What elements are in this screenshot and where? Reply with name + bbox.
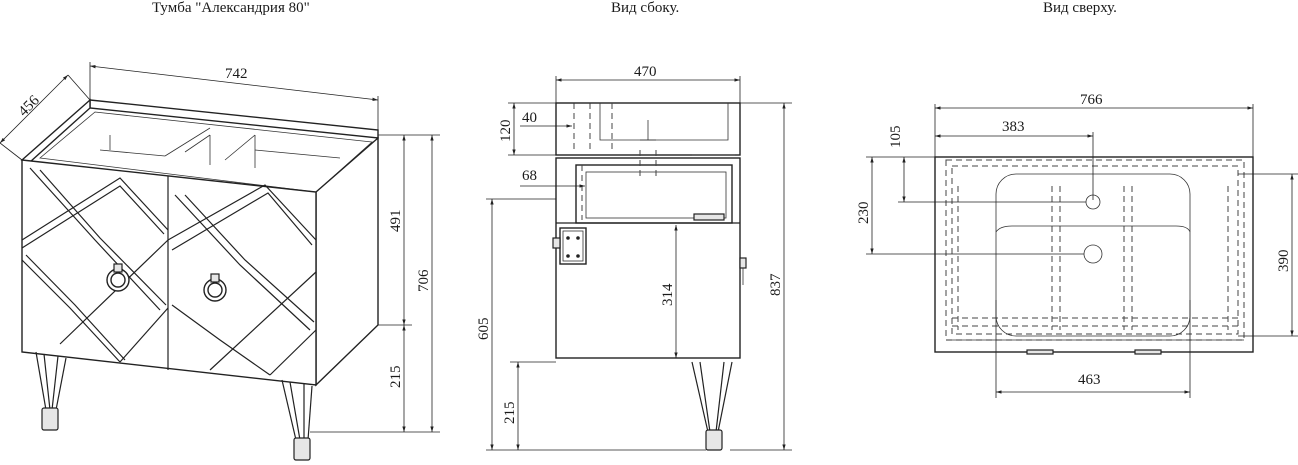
dim-drawer-offset: 68 <box>522 168 537 184</box>
dim-side-leg: 215 <box>502 402 518 425</box>
sink-bowl <box>599 103 729 141</box>
door-diamond <box>209 271 317 371</box>
door-diamond <box>174 194 311 331</box>
dim-side-depth: 470 <box>634 64 657 80</box>
side-view: 470 120 40 68 314 837 605 215 <box>476 64 792 451</box>
dim-offset-230: 230 <box>856 202 872 225</box>
door-diamond <box>39 169 167 306</box>
dim-side-total: 837 <box>768 273 784 296</box>
dim-depth: 456 <box>16 92 44 120</box>
dim-body-height: 491 <box>388 210 404 233</box>
title-top-view: Вид сверху. <box>1043 0 1117 16</box>
title-front-view: Тумба "Александрия 80" <box>152 0 310 16</box>
title-side-view: Вид сбоку. <box>611 0 680 16</box>
side-handle <box>739 257 747 269</box>
inner-rail <box>254 149 341 159</box>
side-drawer <box>575 164 733 224</box>
door-diamond <box>21 177 169 241</box>
door-diamond <box>25 254 126 361</box>
leg-front-right <box>281 379 313 461</box>
dim-line-456 <box>0 74 69 144</box>
door-diamond <box>21 259 121 363</box>
inner-divider <box>184 134 211 153</box>
door-diamond <box>269 329 317 376</box>
cabinet-inner-frame <box>39 111 373 193</box>
hidden-lines <box>573 103 613 150</box>
door-diamond <box>171 304 271 376</box>
side-leg <box>691 361 733 451</box>
hidden-lines <box>581 150 657 220</box>
dim-width: 742 <box>225 66 248 82</box>
dim-top-width: 766 <box>1080 92 1103 108</box>
top-view-outline <box>934 156 1254 353</box>
dim-top-offset: 40 <box>522 110 537 126</box>
dim-top-height: 120 <box>498 120 514 143</box>
front-view: 742 456 491 706 215 <box>0 62 440 461</box>
door-handle-right <box>203 273 227 302</box>
door-diamond <box>59 239 169 345</box>
door-diamond <box>184 194 315 323</box>
dim-total-height: 706 <box>416 269 432 292</box>
leg-front-left <box>35 351 67 431</box>
door-diamond <box>119 307 169 363</box>
dim-leg-height: 215 <box>388 366 404 389</box>
dim-depth-390: 390 <box>1276 250 1292 273</box>
top-view: 766 383 105 230 390 463 <box>856 92 1298 398</box>
cabinet-right-side <box>315 136 379 387</box>
inner-divider <box>164 127 211 157</box>
hidden-lines <box>957 186 1229 330</box>
dim-floor-to-drawer: 605 <box>476 318 492 341</box>
door-diamond <box>21 185 165 249</box>
door-diamond <box>171 192 313 251</box>
dim-basin-width: 463 <box>1078 372 1101 388</box>
inner-rail <box>99 149 166 157</box>
dim-lower-height: 314 <box>660 283 676 306</box>
dim-half-width: 383 <box>1002 119 1025 135</box>
dim-line-742 <box>89 64 379 102</box>
inner-divider <box>224 134 256 161</box>
door-handle-left <box>106 263 130 292</box>
cabinet-top-back-edge <box>89 99 379 139</box>
hinge <box>559 227 587 265</box>
dim-offset-105: 105 <box>888 126 904 149</box>
cabinet-hidden-outline <box>945 159 1245 341</box>
door-diamond <box>29 167 161 311</box>
cabinet-front <box>21 159 317 386</box>
